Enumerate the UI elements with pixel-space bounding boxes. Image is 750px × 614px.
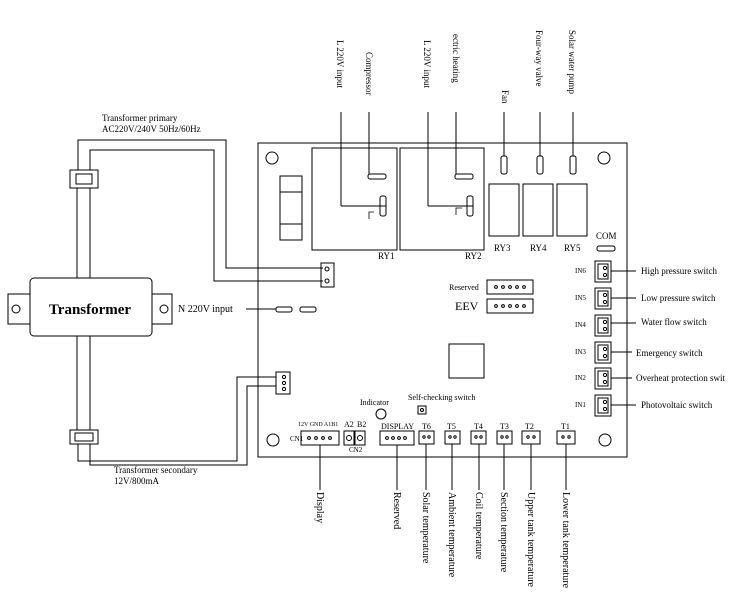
indicator-label: Indicator [360, 398, 389, 407]
mount-hole-br [598, 433, 612, 447]
label-display: Display [314, 492, 325, 523]
reserved-connector [486, 279, 534, 295]
in3-id: IN3 [575, 348, 586, 356]
power-connector [320, 262, 335, 288]
fuse [279, 175, 303, 241]
label-l220-1: L 220V input [335, 40, 345, 89]
n-input-label: N 220V input [178, 304, 233, 315]
primary-connector [69, 167, 99, 189]
com-label: COM [596, 231, 617, 241]
in6-label: High pressure switch [641, 266, 717, 276]
primary-label-1: Transformer primary [102, 113, 178, 123]
transformer-label: Transformer [49, 302, 132, 318]
ry1-label: RY1 [378, 251, 395, 261]
ry3-label: RY3 [494, 243, 511, 253]
cn1-label: CN1 [290, 435, 304, 443]
cn1-connector [300, 430, 340, 446]
a2-label: A2 [344, 420, 354, 429]
label-fan: Fan [500, 90, 510, 104]
transformer: Transformer [7, 186, 173, 430]
secondary-label-2: 12V/800mA [114, 476, 160, 486]
in5-id: IN5 [575, 294, 586, 302]
relay-ry4 [522, 183, 554, 237]
t6-connector [418, 430, 435, 445]
cn2-label: CN2 [349, 446, 363, 454]
t6-label: T6 [422, 422, 431, 431]
t4-connector [470, 430, 487, 445]
mount-hole-tr [597, 151, 611, 165]
in4-connector [594, 314, 612, 337]
secondary-connector [69, 429, 99, 445]
t2-connector [521, 430, 541, 445]
in5-label: Low pressure switch [641, 293, 716, 303]
ry5-label: RY5 [564, 243, 581, 253]
mount-hole-tl [265, 151, 279, 165]
cn1-pins-label: 12V GND A1B1 [298, 422, 338, 428]
t1-label: T1 [561, 422, 570, 431]
relay-ry2 [399, 147, 485, 251]
t2-label: T2 [525, 422, 534, 431]
b2-label: B2 [357, 420, 366, 429]
eev-connector [486, 298, 534, 314]
label-ambient-temp: Ambient temperature [446, 492, 457, 578]
relay-ry1 [311, 147, 398, 251]
label-reserved-bottom: Reserved [391, 492, 402, 529]
control-board [257, 142, 628, 458]
mount-hole-bl [266, 433, 280, 447]
in2-id: IN2 [575, 374, 586, 382]
relay-ry3 [488, 183, 520, 237]
ry2-label: RY2 [465, 251, 482, 261]
microcontroller-chip [448, 343, 485, 379]
label-coil-temp: Coil temperature [473, 492, 484, 560]
reserved-label: Reserved [449, 283, 479, 292]
primary-label-2: AC220V/240V 50Hz/60Hz [102, 124, 201, 134]
t3-label: T3 [500, 422, 509, 431]
t1-connector [556, 430, 576, 445]
t5-label: T5 [447, 422, 456, 431]
self-check-switch [417, 405, 427, 415]
t5-connector [444, 430, 461, 445]
ry4-label: RY4 [530, 243, 547, 253]
in3-label: Emergency switch [636, 348, 703, 358]
indicator-led [375, 408, 387, 420]
label-lower-tank: Lower tank temperature [560, 492, 571, 589]
in6-id: IN6 [575, 267, 586, 275]
label-solar-pump: Solar water pump [567, 30, 577, 94]
label-section-temp: Section temperature [498, 492, 509, 573]
label-solar-temp: Solar temperature [420, 492, 431, 564]
in4-id: IN4 [575, 321, 586, 329]
relay-ry5 [556, 183, 588, 237]
in1-id: IN1 [575, 401, 586, 409]
label-compressor: Compressor [364, 52, 374, 96]
in4-label: Water flow switch [641, 317, 707, 327]
label-l220-2: L 220V input [422, 40, 432, 89]
in1-label: Photovoltaic switch [641, 400, 713, 410]
display-header-label: DISPLAY [381, 422, 414, 431]
secondary-label-1: Transformer secondary [114, 465, 198, 475]
label-upper-tank: Upper tank temperature [525, 492, 536, 588]
secondary-board-connector [275, 371, 291, 395]
eev-label: EEV [455, 299, 479, 313]
t4-label: T4 [474, 422, 483, 431]
label-fourway: Four-way valve [534, 30, 544, 87]
in2-label: Overheat protection swit [636, 373, 725, 383]
label-heating: ectric heating [451, 34, 461, 83]
input-switches: IN6 High pressure switch IN5 Low pressur… [575, 260, 725, 417]
t3-connector [496, 430, 513, 445]
self-check-label: Self-checking switch [408, 393, 475, 402]
